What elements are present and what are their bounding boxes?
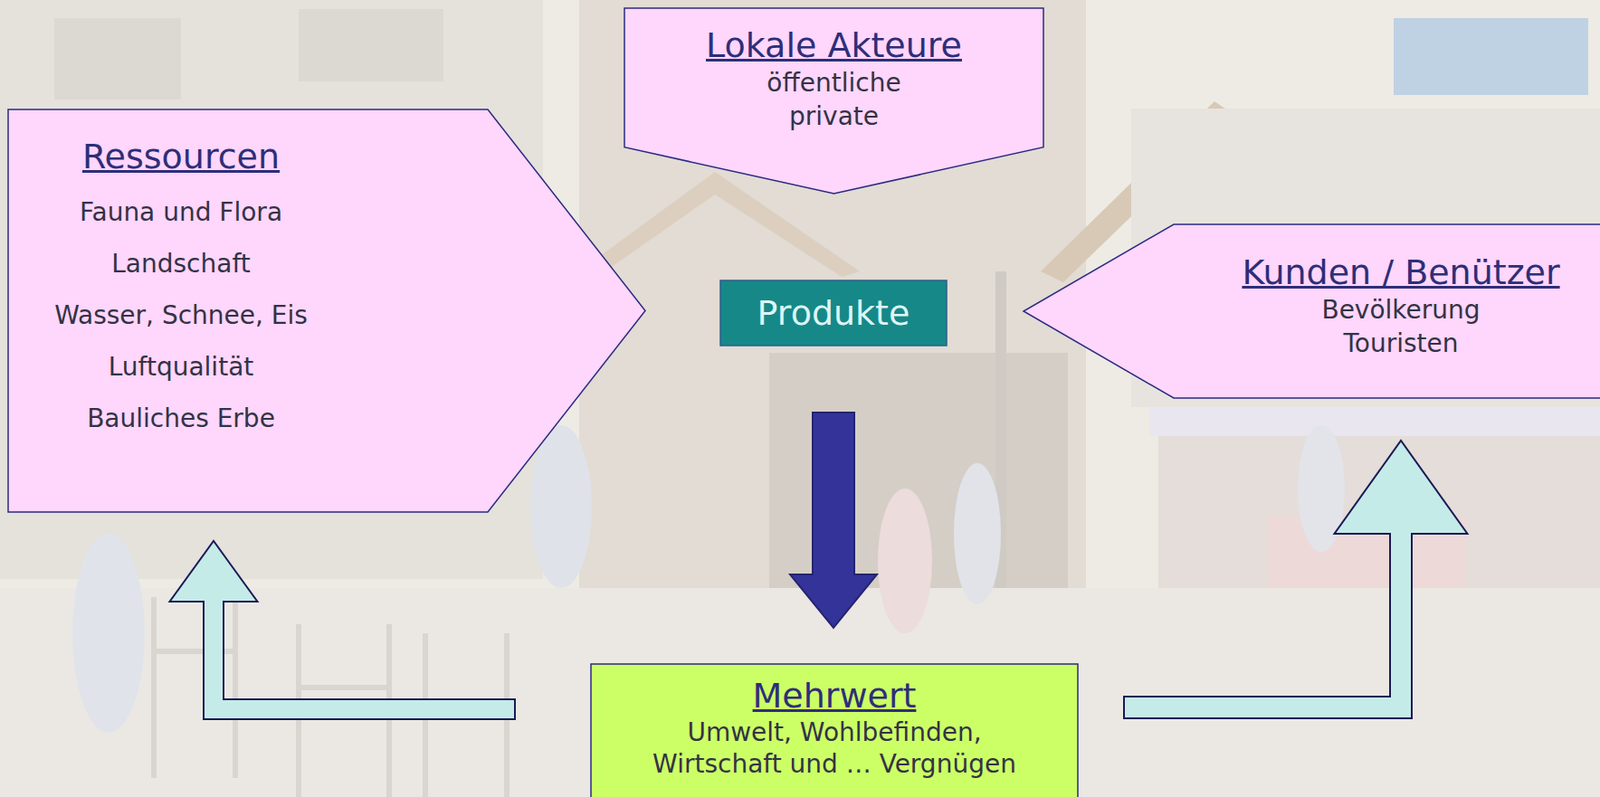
added-value-box: MehrwertUmwelt, Wohlbefinden, Wirtschaft…: [590, 664, 1078, 797]
item-text: öffentliche: [766, 66, 901, 100]
backdrop-shape: [1393, 18, 1589, 96]
backdrop-shape: [0, 588, 1600, 797]
resources-pentagon: RessourcenFauna und FloraLandschaftWasse…: [8, 109, 646, 513]
item-text: Touristen: [1342, 326, 1458, 361]
feedback-arrow: [170, 541, 516, 720]
backdrop-shape: [1149, 407, 1600, 437]
item-text: Luftqualität: [108, 341, 255, 393]
node-content: Kunden / BenützerBevölkerungTouristen: [1219, 251, 1582, 361]
node-content: Produkte: [720, 292, 947, 334]
products-box: Produkte: [720, 280, 947, 346]
heading-text: Kunden / Benützer: [1241, 251, 1560, 294]
item-text: Umwelt, Wohlbefinden, Wirtschaft und … V…: [635, 716, 1034, 781]
backdrop-shape: [953, 463, 1001, 605]
outline-path: [624, 8, 1044, 194]
block-arrow: [790, 412, 877, 629]
backdrop-shape: [995, 271, 1007, 634]
item-text: private: [789, 99, 879, 134]
item-text: Bauliches Erbe: [86, 392, 276, 445]
heading-text: Lokale Akteure: [705, 24, 962, 67]
node-content: Lokale Akteureöffentlicheprivate: [624, 24, 1044, 134]
outline-path: [1023, 224, 1600, 399]
feedback-arrow: [1123, 440, 1468, 719]
item-text: Wasser, Schnee, Eis: [54, 289, 308, 342]
backdrop-shape: [877, 488, 933, 634]
node-outline: [1023, 224, 1600, 399]
backdrop-shape: [530, 425, 592, 589]
heading-text: Mehrwert: [752, 675, 917, 717]
outline-path: [590, 664, 1078, 797]
backdrop-shape: [54, 18, 181, 100]
node-content: RessourcenFauna und FloraLandschaftWasse…: [13, 135, 349, 445]
actors-pentagon: Lokale Akteureöffentlicheprivate: [624, 8, 1044, 194]
node-content: MehrwertUmwelt, Wohlbefinden, Wirtschaft…: [600, 675, 1069, 781]
item-text: Bevölkerung: [1321, 293, 1480, 327]
customers-pentagon: Kunden / BenützerBevölkerungTouristen: [1023, 224, 1600, 399]
backdrop-shape: [298, 9, 444, 82]
item-text: Fauna und Flora: [79, 186, 283, 239]
backdrop-shape: [72, 533, 145, 734]
heading-text: Ressourcen: [82, 135, 280, 178]
heading-text: Produkte: [757, 292, 911, 334]
outline-path: [720, 280, 947, 346]
item-text: Landschaft: [111, 238, 251, 290]
outline-path: [8, 109, 646, 513]
